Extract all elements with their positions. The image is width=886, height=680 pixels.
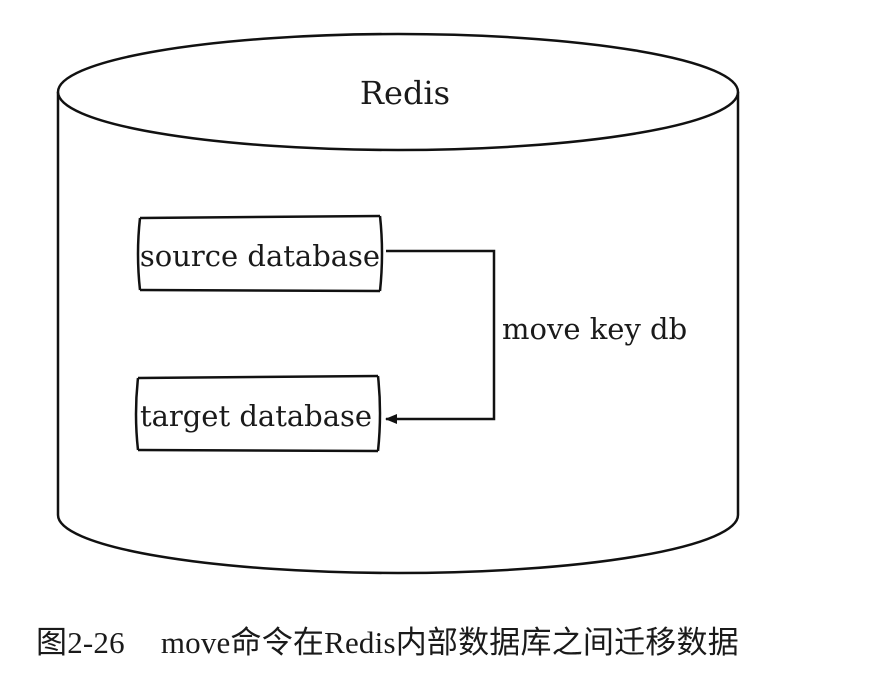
move-arrow (385, 249, 496, 424)
cylinder-top (56, 32, 740, 152)
source-database-label: source database (140, 239, 380, 273)
figure-number: 图2-26 (36, 625, 125, 660)
target-database-label: target database (140, 399, 372, 433)
source-database-box: source database (136, 214, 384, 293)
move-command-label: move key db (502, 312, 687, 346)
cylinder-body (56, 92, 740, 575)
container-label: Redis (360, 74, 450, 112)
redis-move-diagram: Redis source database target database mo… (56, 32, 740, 575)
figure-caption-text: move命令在Redis内部数据库之间迁移数据 (160, 625, 739, 660)
figure-caption: 图2-26 move命令在Redis内部数据库之间迁移数据 (36, 617, 739, 662)
target-database-box: target database (134, 374, 382, 453)
redis-cylinder: Redis (56, 32, 740, 575)
